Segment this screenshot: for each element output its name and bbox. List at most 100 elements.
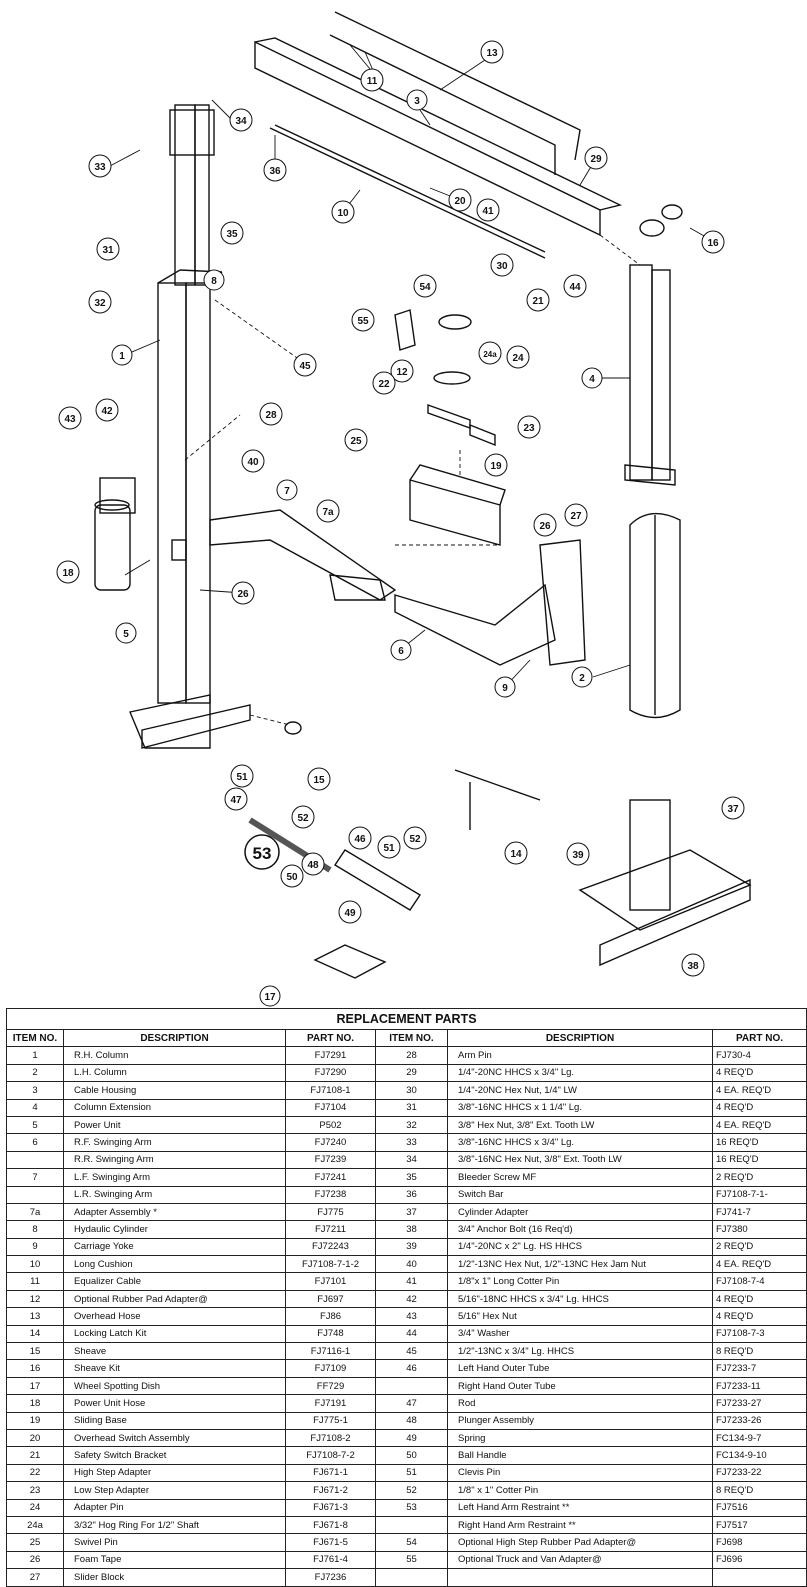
svg-text:21: 21 <box>532 296 544 307</box>
left-part-no-cell: FJ775 <box>285 1202 376 1222</box>
left-part-no-cell: FJ671-2 <box>285 1481 376 1500</box>
right-item-no-cell <box>375 1568 448 1587</box>
callout-42: 42 <box>95 398 119 422</box>
right-part-no-cell: 4 EA. REQ'D <box>711 1115 807 1135</box>
left-item-no-cell: 16 <box>6 1359 64 1378</box>
svg-text:49: 49 <box>344 908 356 919</box>
right-part-no-cell: 8 REQ'D <box>711 1342 807 1361</box>
svg-text:43: 43 <box>64 414 76 425</box>
svg-text:34: 34 <box>235 116 247 127</box>
svg-text:27: 27 <box>570 511 582 522</box>
callout-36: 36 <box>263 158 287 182</box>
right-description-cell: Left Hand Arm Restraint ** <box>447 1498 713 1517</box>
right-item-no-cell: 44 <box>375 1324 448 1344</box>
callout-54: 54 <box>413 274 437 298</box>
svg-text:1: 1 <box>119 351 125 362</box>
right-item-no-cell: 41 <box>375 1272 448 1291</box>
header-part-no: PART NO. <box>285 1028 376 1048</box>
header-item-no-2: ITEM NO. <box>375 1028 448 1048</box>
left-description-cell: Overhead Switch Assembly <box>63 1428 286 1448</box>
svg-text:25: 25 <box>350 436 362 447</box>
svg-text:51: 51 <box>383 843 395 854</box>
svg-text:24a: 24a <box>483 350 497 359</box>
left-item-no-cell: 4 <box>6 1098 64 1117</box>
left-description-cell: Swivel Pin <box>63 1533 286 1552</box>
left-description-cell: 3/32" Hog Ring For 1/2" Shaft <box>63 1515 286 1535</box>
right-part-no-cell: FJ7233-11 <box>711 1376 807 1396</box>
left-item-no-cell: 7 <box>6 1168 64 1187</box>
right-part-no-cell: 4 REQ'D <box>711 1098 807 1117</box>
svg-text:11: 11 <box>367 76 378 87</box>
callout-47: 47 <box>224 787 248 811</box>
callout-52-top: 52 <box>291 805 315 829</box>
left-description-cell: R.R. Swinging Arm <box>63 1150 286 1170</box>
callout-21: 21 <box>526 288 550 312</box>
column-extension-drawing <box>624 264 676 486</box>
right-item-no-cell: 37 <box>375 1202 448 1222</box>
callout-17: 17 <box>259 985 281 1007</box>
svg-text:4: 4 <box>589 374 595 385</box>
left-item-no-cell <box>6 1150 64 1170</box>
right-item-no-cell: 31 <box>375 1098 448 1117</box>
right-item-no-cell: 45 <box>375 1342 448 1361</box>
svg-text:19: 19 <box>490 461 502 472</box>
callout-50: 50 <box>280 864 304 888</box>
left-item-no-cell: 13 <box>6 1307 64 1326</box>
left-item-no-cell: 24a <box>6 1515 64 1535</box>
left-description-cell: L.F. Swinging Arm <box>63 1168 286 1187</box>
left-part-no-cell: FJ7191 <box>285 1394 376 1413</box>
right-part-no-cell: FJ7517 <box>711 1515 807 1535</box>
callout-6: 6 <box>390 639 412 661</box>
callout-14: 14 <box>504 841 528 865</box>
svg-text:51: 51 <box>236 772 248 783</box>
callout-11: 11 <box>360 68 384 92</box>
callout-26-column: 26 <box>231 581 255 605</box>
left-item-no-cell: 6 <box>6 1133 64 1152</box>
right-description-cell: 1/4"-20NC HHCS x 3/4" Lg. <box>447 1063 713 1083</box>
callout-16: 16 <box>701 230 725 254</box>
callout-9: 9 <box>494 676 516 698</box>
svg-text:10: 10 <box>337 208 349 219</box>
right-description-cell: Optional High Step Rubber Pad Adapter@ <box>447 1533 713 1552</box>
right-item-no-cell: 40 <box>375 1255 448 1274</box>
left-part-no-cell: FJ671-3 <box>285 1498 376 1517</box>
left-part-no-cell: P502 <box>285 1115 376 1135</box>
svg-text:2: 2 <box>579 673 585 684</box>
right-part-no-cell: FJ698 <box>711 1533 807 1552</box>
right-description-cell: 3/8"-16NC HHCS x 1 1/4" Lg. <box>447 1098 713 1117</box>
replacement-parts-table: REPLACEMENT PARTS ITEM NO. DESCRIPTION P… <box>5 1008 807 1587</box>
right-item-no-cell: 42 <box>375 1289 448 1309</box>
callout-3: 3 <box>406 89 428 111</box>
right-description-cell: 1/8"x 1" Long Cotter Pin <box>447 1272 713 1291</box>
right-description-cell: 3/8" Hex Nut, 3/8" Ext. Tooth LW <box>447 1115 713 1135</box>
left-item-no-cell: 19 <box>6 1411 64 1430</box>
right-part-no-cell: 4 REQ'D <box>711 1289 807 1309</box>
left-description-cell: Sliding Base <box>63 1411 286 1430</box>
left-description-cell: Overhead Hose <box>63 1307 286 1326</box>
svg-text:28: 28 <box>265 410 277 421</box>
callout-28: 28 <box>259 402 283 426</box>
left-item-no-cell: 25 <box>6 1533 64 1552</box>
svg-text:23: 23 <box>523 423 535 434</box>
right-description-cell: Bleeder Screw MF <box>447 1168 713 1187</box>
right-description-cell: 1/4"-20NC Hex Nut, 1/4" LW <box>447 1081 713 1100</box>
callout-23: 23 <box>517 415 541 439</box>
left-item-no-cell <box>6 1185 64 1204</box>
callout-35: 35 <box>220 221 244 245</box>
header-part-no-2: PART NO. <box>711 1028 807 1048</box>
right-item-no-cell: 29 <box>375 1063 448 1083</box>
left-description-cell: Adapter Assembly * <box>63 1202 286 1222</box>
right-item-no-cell: 48 <box>375 1411 448 1430</box>
callout-20: 20 <box>448 188 472 212</box>
callout-43: 43 <box>58 406 82 430</box>
right-part-no-cell: 4 REQ'D <box>711 1307 807 1326</box>
left-description-cell: Safety Switch Bracket <box>63 1446 286 1465</box>
callout-48: 48 <box>301 852 325 876</box>
